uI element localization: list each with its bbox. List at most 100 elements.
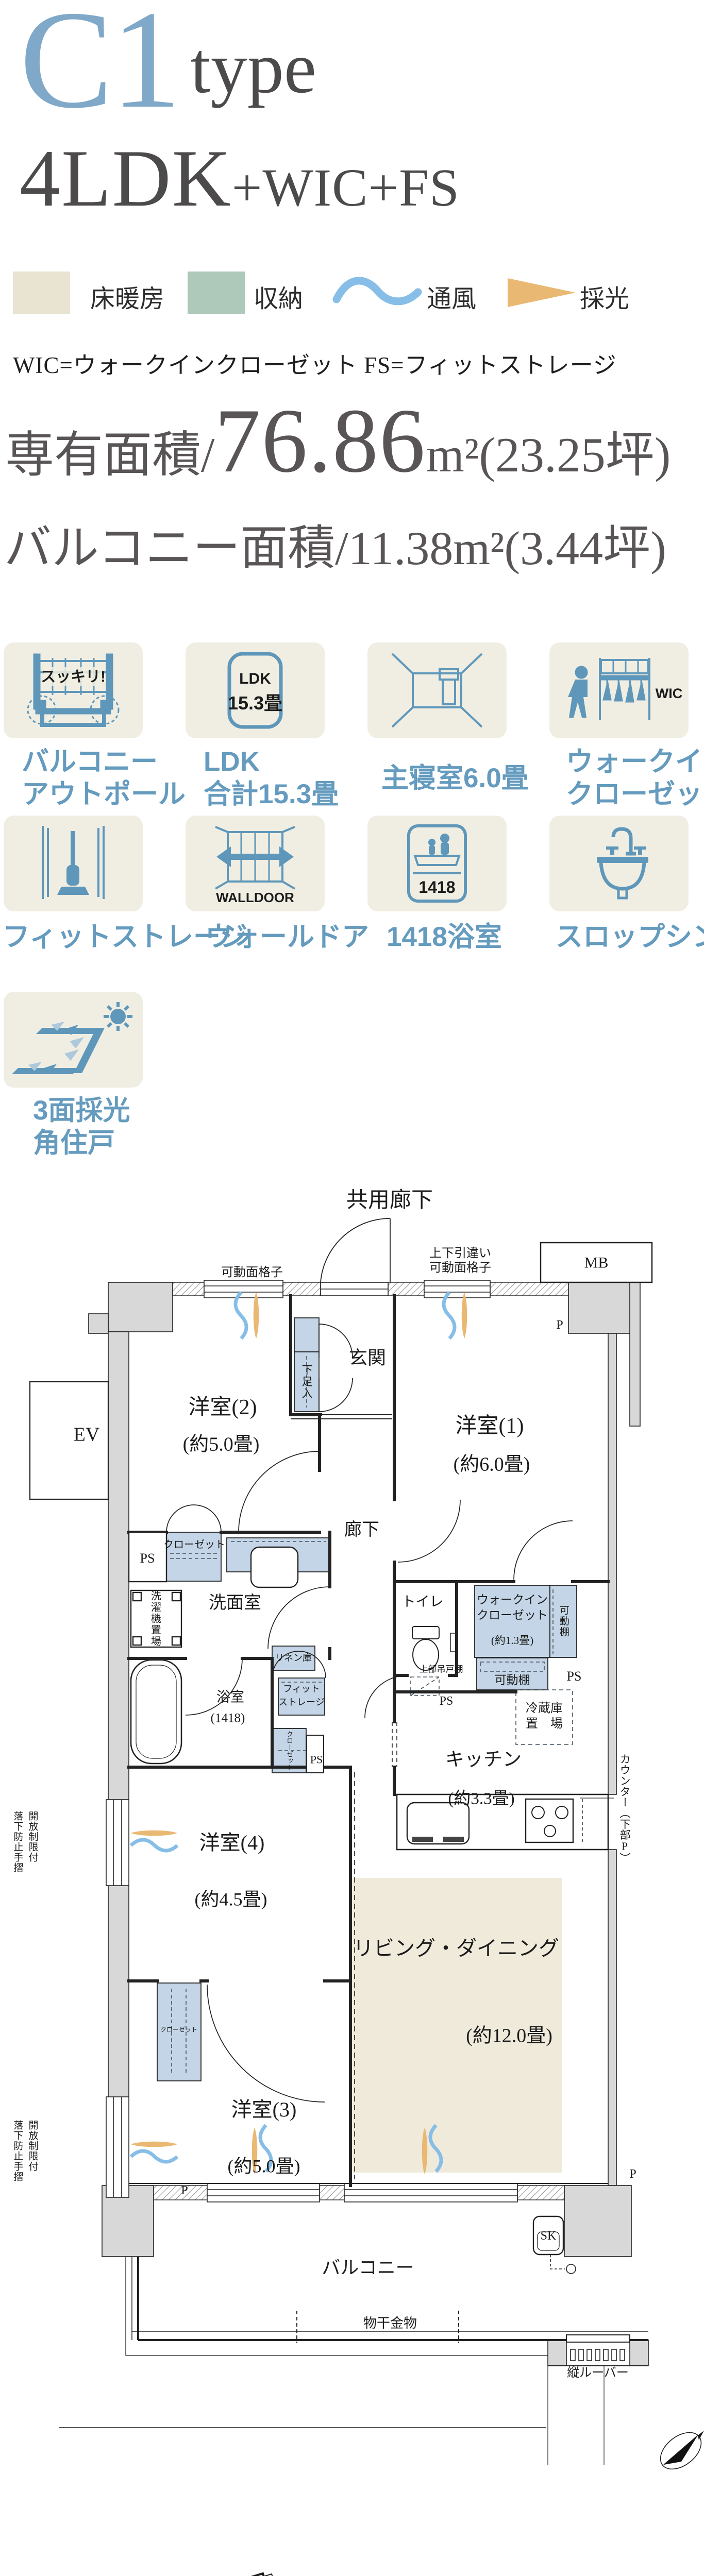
label-p-bottom-left: P — [181, 2184, 188, 2197]
feature-label-line1: 主寝室6.0畳 — [381, 763, 529, 793]
legend-storage-swatch — [188, 272, 245, 314]
washer-pan — [130, 1589, 182, 1648]
feature-label-line2: 合計15.3畳 — [204, 778, 339, 809]
type-word: type — [190, 27, 316, 108]
label-balcony: バルコニー — [322, 2257, 414, 2278]
toilet-fixture — [412, 1626, 457, 1671]
label-bath: 浴室 — [216, 1689, 244, 1705]
feature-label-line1: 1418浴室 — [387, 922, 502, 952]
balcony-area-unit: m² — [453, 522, 505, 574]
layout-suffix: +WIC+FS — [231, 158, 460, 217]
label-bath-size: (1418) — [210, 1711, 245, 1725]
label-ev: EV — [73, 1423, 100, 1446]
feature-tile-fit-storage — [4, 816, 143, 911]
label-washer: 洗濯機置場 — [149, 1590, 161, 1647]
feature-tile-bath-1418: 1418 — [367, 816, 507, 911]
walldoor-icon-text: WALLDOOR — [216, 890, 294, 905]
bath-icon-text: 1418 — [418, 878, 455, 896]
entrance-door — [320, 1218, 391, 1283]
label-hallway: 廊下 — [344, 1520, 379, 1539]
label-p-bottom-right: P — [629, 2167, 636, 2181]
structural-walls — [88, 1282, 649, 2366]
feature-tile-balcony-outpole: スッキリ! — [4, 642, 143, 738]
label-wic-3: (約1.3畳) — [491, 1634, 534, 1647]
label-room4-size: (約4.5畳) — [194, 1889, 267, 1910]
label-linen: リネン庫 — [275, 1652, 312, 1663]
page-title: C1 type — [20, 0, 316, 130]
label-kitchen: キッチン — [445, 1749, 522, 1770]
feature-tile-ldk-total: LDK 15.3畳 — [186, 642, 325, 738]
thin-lines — [129, 1414, 608, 2184]
legend-note: WIC=ウォークインクローゼット FS=フィットストレージ — [13, 352, 617, 378]
feature-tile-walk-in-closet: WIC — [549, 642, 689, 738]
balcony-area-line: バルコニー面積/11.38m²(3.44坪) — [4, 510, 666, 578]
kitchen-counter — [396, 1793, 614, 1851]
bathtub-inner — [136, 1665, 177, 1759]
legend-floor-heating-label: 床暖房 — [90, 285, 165, 313]
legend-ventilation-icon — [332, 277, 422, 306]
feature-label: スロップシンク — [556, 921, 704, 954]
wall-door-icon: WALLDOOR — [214, 826, 296, 905]
feature-tile-main-bedroom — [367, 642, 507, 738]
legend-ventilation-label: 通風 — [427, 285, 477, 313]
ldk-icon-line2: 15.3畳 — [228, 692, 282, 714]
handrail-line2: 開放制限付 — [27, 2120, 38, 2172]
label-room3-size: (約5.0畳) — [227, 2156, 300, 2177]
floorplan-drawing — [29, 1218, 704, 2470]
label-hanging-cabinet: 上部吊戸棚 — [419, 1664, 463, 1674]
label-p-top: P — [556, 1318, 563, 1332]
feature-label: ウォールドア — [205, 921, 369, 954]
layout-text: 4LDK — [20, 133, 232, 224]
balcony-area-value: 11.38 — [348, 522, 454, 574]
wic-icon-text: WIC — [656, 686, 682, 701]
exterior-wall-hatch — [153, 1282, 569, 2200]
feature-label: バルコニー アウトポール — [22, 746, 186, 810]
label-closet-room3: クローゼット — [160, 2026, 198, 2033]
label-living: リビング・ダイニング — [353, 1937, 559, 1960]
label-counter: カウンター（下部P） — [618, 1753, 631, 1863]
label-room4: 洋室(4) — [199, 1831, 265, 1854]
ldk-icon: LDK 15.3畳 — [227, 652, 283, 729]
exclusive-area-label: 専有面積 — [5, 428, 202, 482]
a-wing — [216, 2572, 328, 2576]
badge-bg — [44, 667, 103, 686]
feature-label: ウォークイン クローゼット — [566, 746, 704, 810]
balcony-area-label: バルコニー面積 — [4, 522, 336, 574]
feature-label-line1: ウォールドア — [205, 922, 369, 952]
three-side-light-icon — [12, 1002, 132, 1074]
label-louver: 縦ルーバー — [567, 2366, 629, 2380]
label-shelf-h: 可動棚 — [494, 1673, 530, 1687]
feature-tile-three-side-light — [4, 992, 143, 1088]
feature-tile-slop-sink — [549, 816, 689, 911]
label-laundry-hw: 物干金物 — [363, 2315, 417, 2331]
label-washroom: 洗面室 — [209, 1593, 261, 1613]
exclusive-area-line: 専有面積/76.86m²(23.25坪) — [5, 387, 671, 494]
label-fit-2: ストレージ — [278, 1697, 325, 1707]
label-room2-size: (約5.0畳) — [182, 1433, 260, 1455]
louver — [547, 2334, 648, 2465]
label-closet-bath: クローゼット — [286, 1731, 294, 1771]
legend-daylight-icon — [508, 278, 576, 307]
feature-tile-wall-door: WALLDOOR — [186, 816, 325, 911]
feature-label-line2: 角住戸 — [33, 1127, 115, 1158]
label-shelf-v: 可動棚 — [558, 1605, 569, 1638]
feature-label-line2: クローゼット — [566, 778, 704, 809]
ps-box-bath — [306, 1735, 324, 1773]
label-room2: 洋室(2) — [188, 1395, 257, 1419]
label-wic-1: ウォークイン — [477, 1593, 548, 1606]
slash: / — [201, 428, 215, 482]
feature-label: 主寝室6.0畳 — [381, 762, 529, 795]
label-toilet: トイレ — [401, 1594, 444, 1610]
exclusive-area-tsubo: (23.25坪) — [479, 428, 671, 482]
feature-label: 3面採光 角住戸 — [33, 1095, 130, 1159]
fit-storage-icon — [42, 826, 105, 899]
legend-floor-heating-swatch — [13, 272, 70, 314]
handrail-line1: 落下防止手摺 — [12, 2120, 23, 2182]
slash: / — [335, 522, 348, 574]
exclusive-area-unit: m² — [426, 428, 479, 482]
label-shoe-box: 下足入 — [300, 1364, 313, 1400]
balcony-area-tsubo: (3.44坪) — [504, 522, 666, 574]
slop-sink-icon — [597, 827, 648, 900]
ev-box — [29, 1381, 109, 1500]
